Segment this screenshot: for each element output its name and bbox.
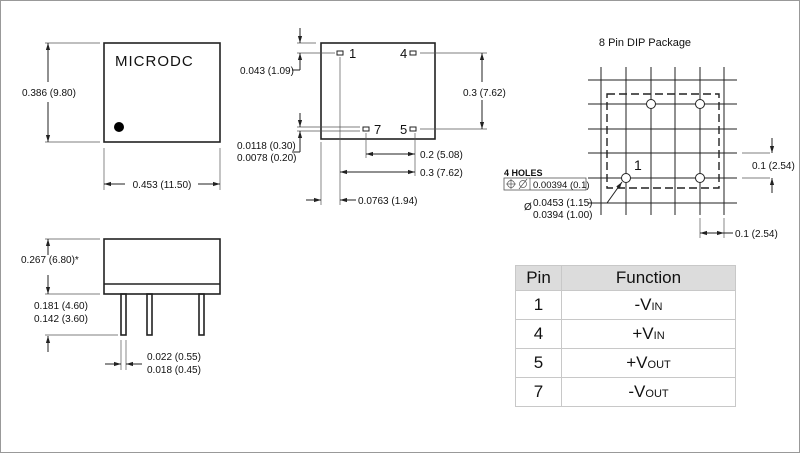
hole-dia-min: 0.0394 (1.00) [533, 210, 593, 221]
pin-dia-max: 0.022 (0.55) [147, 352, 201, 363]
diameter-icon [519, 180, 527, 188]
pin-label-4: 4 [400, 46, 407, 61]
footprint-title: 8 Pin DIP Package [599, 37, 691, 49]
pin-len-max: 0.181 (4.60) [34, 301, 88, 312]
pin-offset-dim: 0.043 (1.09) [240, 66, 294, 77]
function-subscript: IN [651, 301, 663, 313]
table-row: 5+VOUT [515, 348, 736, 378]
pin-label-1: 1 [349, 46, 356, 61]
pin1-dot-icon [114, 122, 124, 132]
function-sign: + [626, 353, 637, 372]
hole-icon [646, 99, 656, 109]
pin-number: 5 [515, 348, 562, 378]
side-height-dim: 0.267 (6.80)* [21, 255, 79, 266]
hole-icon [695, 99, 705, 109]
function-subscript: OUT [645, 388, 669, 400]
pin-function: +VOUT [561, 348, 736, 378]
pin-len-min: 0.142 (3.60) [34, 314, 88, 325]
pin-function: -VOUT [561, 377, 736, 407]
tolerance-frame [503, 177, 587, 191]
function-subscript: IN [653, 330, 665, 342]
function-v: V [640, 295, 652, 314]
module-body-side [103, 238, 221, 295]
hole-dia-max: 0.0453 (1.15) [533, 198, 593, 209]
position-tolerance: 0.00394 (0.1) [533, 180, 590, 191]
footprint-pin1-label: 1 [634, 157, 642, 173]
holes-label: 4 HOLES [504, 168, 543, 178]
grid-h-dim: 0.1 (2.54) [735, 229, 778, 240]
pin-number: 1 [515, 290, 562, 320]
header-function: Function [561, 265, 736, 291]
hole-icon [621, 173, 631, 183]
function-sign: + [632, 324, 643, 343]
function-sign: - [628, 382, 635, 401]
brand-label: MICRODC [115, 53, 194, 70]
pin-number: 4 [515, 319, 562, 349]
pin-lead [146, 293, 153, 336]
table-row: 7-VOUT [515, 377, 736, 407]
header-pin: Pin [515, 265, 562, 291]
top-view: MICRODC 0.386 (9.80) 0.453 (11.50) [22, 42, 221, 191]
pad-dim-max: 0.0118 (0.30) [237, 141, 296, 152]
pitch-dim-a: 0.2 (5.08) [420, 150, 463, 161]
table-row: 1-VIN [515, 290, 736, 320]
package-outline [606, 93, 720, 189]
pin-label-5: 5 [400, 122, 407, 137]
pitch-dim-b: 0.3 (7.62) [420, 168, 463, 179]
pin-function: +VIN [561, 319, 736, 349]
table-header-row: Pin Function [515, 265, 736, 291]
module-body-top [103, 42, 221, 143]
function-sign: - [634, 295, 641, 314]
function-v: V [642, 324, 654, 343]
footprint: 8 Pin DIP Package 1 4 HOLES 0.00394 (0.1… [503, 37, 795, 240]
pin-lead [120, 293, 127, 336]
diameter-symbol: Ø [524, 202, 532, 213]
pin-view: 1 4 7 5 0.043 (1.09) 0.0118 (0.30) 0.007… [237, 28, 506, 207]
row-spacing-dim: 0.3 (7.62) [463, 88, 506, 99]
pin-function: -VIN [561, 290, 736, 320]
width-dim: 0.453 (11.50) [133, 180, 192, 191]
pin-number: 7 [515, 377, 562, 407]
function-v: V [636, 353, 648, 372]
table-row: 4+VIN [515, 319, 736, 349]
function-subscript: OUT [647, 359, 671, 371]
pin-lead [198, 293, 205, 336]
function-v: V [634, 382, 646, 401]
edge-offset-dim: 0.0763 (1.94) [358, 196, 418, 207]
pad-dim-min: 0.0078 (0.20) [237, 153, 297, 164]
pin-label-7: 7 [374, 122, 381, 137]
side-view: 0.267 (6.80)* 0.181 (4.60) 0.142 (3.60) … [21, 238, 221, 376]
footprint-grid [588, 67, 737, 215]
module-body-bottom [320, 42, 436, 140]
grid-v-dim: 0.1 (2.54) [752, 161, 795, 172]
hole-icon [695, 173, 705, 183]
height-dim: 0.386 (9.80) [22, 88, 76, 99]
pin-dia-min: 0.018 (0.45) [147, 365, 201, 376]
